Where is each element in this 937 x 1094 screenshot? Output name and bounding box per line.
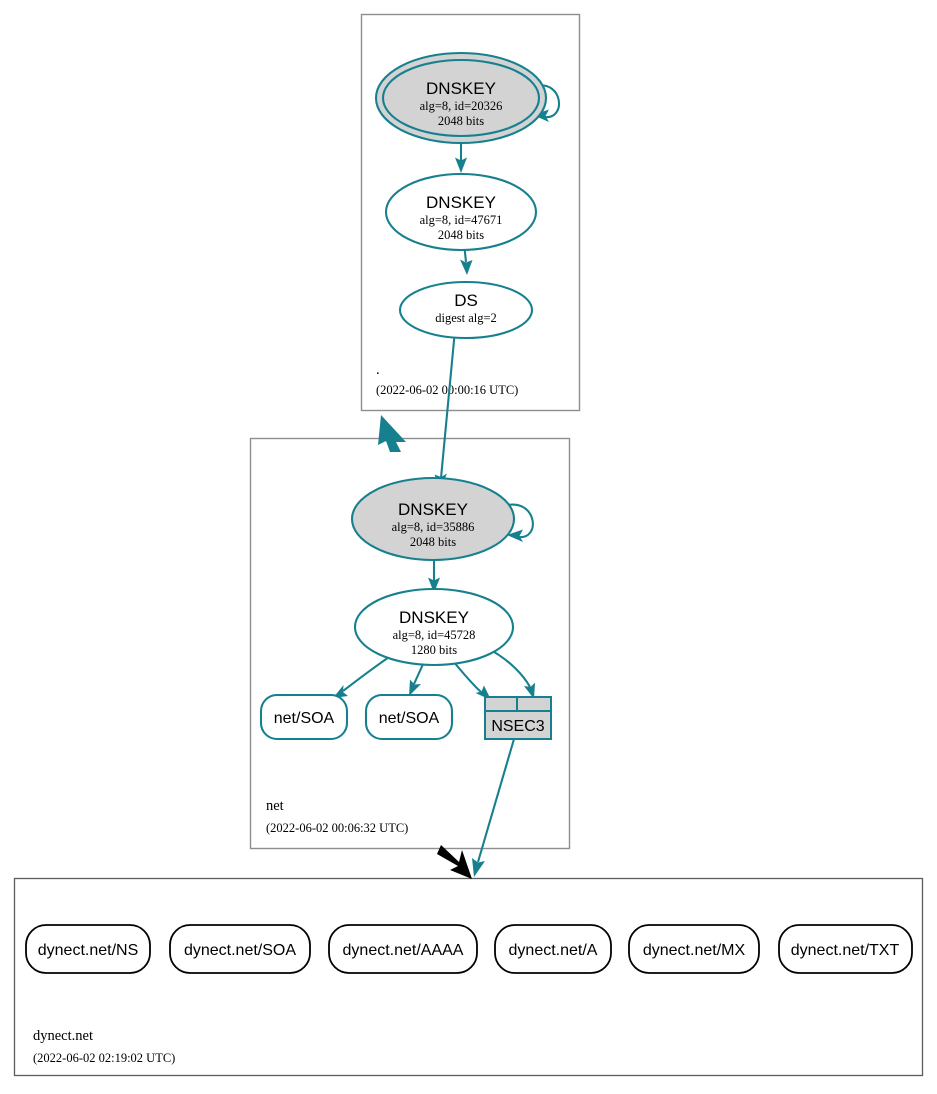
node-root-ksk-title: DNSKEY <box>426 79 496 98</box>
node-root-ksk-keyinfo: alg=8, id=20326 <box>420 99 503 113</box>
node-dynect-aaaa-label: dynect.net/AAAA <box>343 942 464 959</box>
node-dynect-txt-box <box>778 924 913 974</box>
node-root-zsk-ring <box>384 172 538 252</box>
edge-zone-transition-root-net <box>378 415 406 452</box>
node-dynect-ns[interactable]: dynect.net/NS <box>25 924 151 974</box>
zone-dynect: dynect.net (2022-06-02 02:19:02 UTC) <box>13 877 924 1077</box>
edge-net-ksk-self-loop <box>507 503 534 542</box>
node-net-nsec3-label: NSEC3 <box>491 718 544 735</box>
node-net-ksk-ring <box>350 476 516 562</box>
node-root-zsk-keyinfo: alg=8, id=47671 <box>420 213 503 227</box>
zone-net-label: net <box>266 798 284 814</box>
zone-net-timestamp: (2022-06-02 00:06:32 UTC) <box>266 821 408 835</box>
node-net-soa-1[interactable]: net/SOA <box>259 693 349 741</box>
edge-nsec3-to-dynect <box>472 738 516 877</box>
node-dynect-soa-box <box>169 924 311 974</box>
node-dynect-soa-label: dynect.net/SOA <box>184 942 296 959</box>
node-root-zsk[interactable]: DNSKEY alg=8, id=47671 2048 bits <box>384 172 538 252</box>
node-net-soa-2-label: net/SOA <box>379 710 440 727</box>
node-root-ds[interactable]: DS digest alg=2 <box>398 280 534 340</box>
node-net-nsec3[interactable]: NSEC3 <box>484 696 552 740</box>
node-dynect-txt-label: dynect.net/TXT <box>791 942 900 959</box>
node-root-ksk[interactable]: DNSKEY alg=8, id=20326 2048 bits <box>374 51 548 145</box>
node-net-ksk-keyinfo: alg=8, id=35886 <box>392 520 475 534</box>
node-net-soa-2-box <box>364 693 454 741</box>
node-dynect-mx-box <box>628 924 760 974</box>
node-dynect-a-label: dynect.net/A <box>509 942 598 959</box>
node-dynect-a-box <box>494 924 612 974</box>
node-root-ds-title: DS <box>454 291 478 310</box>
node-net-soa-2[interactable]: net/SOA <box>364 693 454 741</box>
zone-root-label: . <box>376 362 380 378</box>
zone-dynect-frame <box>13 877 924 1077</box>
node-root-ksk-inner-ring <box>381 58 541 138</box>
node-net-nsec3-body <box>484 710 552 740</box>
node-dynect-txt[interactable]: dynect.net/TXT <box>778 924 913 974</box>
node-net-ksk-title: DNSKEY <box>398 500 468 519</box>
edge-zone-transition-net-dynect <box>437 845 472 879</box>
node-dynect-mx-label: dynect.net/MX <box>643 942 746 959</box>
node-net-zsk-ring <box>353 587 515 667</box>
node-dynect-aaaa[interactable]: dynect.net/AAAA <box>328 924 478 974</box>
node-root-ds-digest: digest alg=2 <box>435 311 497 325</box>
node-dynect-mx[interactable]: dynect.net/MX <box>628 924 760 974</box>
edge-net-ksk-to-zsk <box>428 561 440 593</box>
node-dynect-ns-box <box>25 924 151 974</box>
node-root-ds-ring <box>398 280 534 340</box>
node-net-ksk-keysize: 2048 bits <box>410 535 456 549</box>
edge-root-ksk-to-zsk <box>455 141 467 173</box>
zone-root-timestamp: (2022-06-02 00:00:16 UTC) <box>376 383 518 397</box>
node-net-soa-1-label: net/SOA <box>274 710 335 727</box>
node-root-zsk-title: DNSKEY <box>426 193 496 212</box>
node-net-soa-1-box <box>259 693 349 741</box>
zone-dynect-timestamp: (2022-06-02 02:19:02 UTC) <box>33 1051 175 1065</box>
node-dynect-aaaa-box <box>328 924 478 974</box>
node-net-ksk[interactable]: DNSKEY alg=8, id=35886 2048 bits <box>350 476 516 562</box>
node-root-zsk-keysize: 2048 bits <box>438 228 484 242</box>
node-net-zsk-title: DNSKEY <box>399 608 469 627</box>
node-net-zsk-keyinfo: alg=8, id=45728 <box>393 628 476 642</box>
node-dynect-soa[interactable]: dynect.net/SOA <box>169 924 311 974</box>
node-net-nsec3-cell-right <box>516 696 552 712</box>
node-dynect-ns-label: dynect.net/NS <box>38 942 139 959</box>
node-net-nsec3-cell-left <box>484 696 518 712</box>
node-dynect-a[interactable]: dynect.net/A <box>494 924 612 974</box>
node-net-zsk[interactable]: DNSKEY alg=8, id=45728 1280 bits <box>353 587 515 667</box>
node-root-ksk-keysize: 2048 bits <box>438 114 484 128</box>
node-net-zsk-keysize: 1280 bits <box>411 643 457 657</box>
zone-dynect-label: dynect.net <box>33 1028 93 1044</box>
